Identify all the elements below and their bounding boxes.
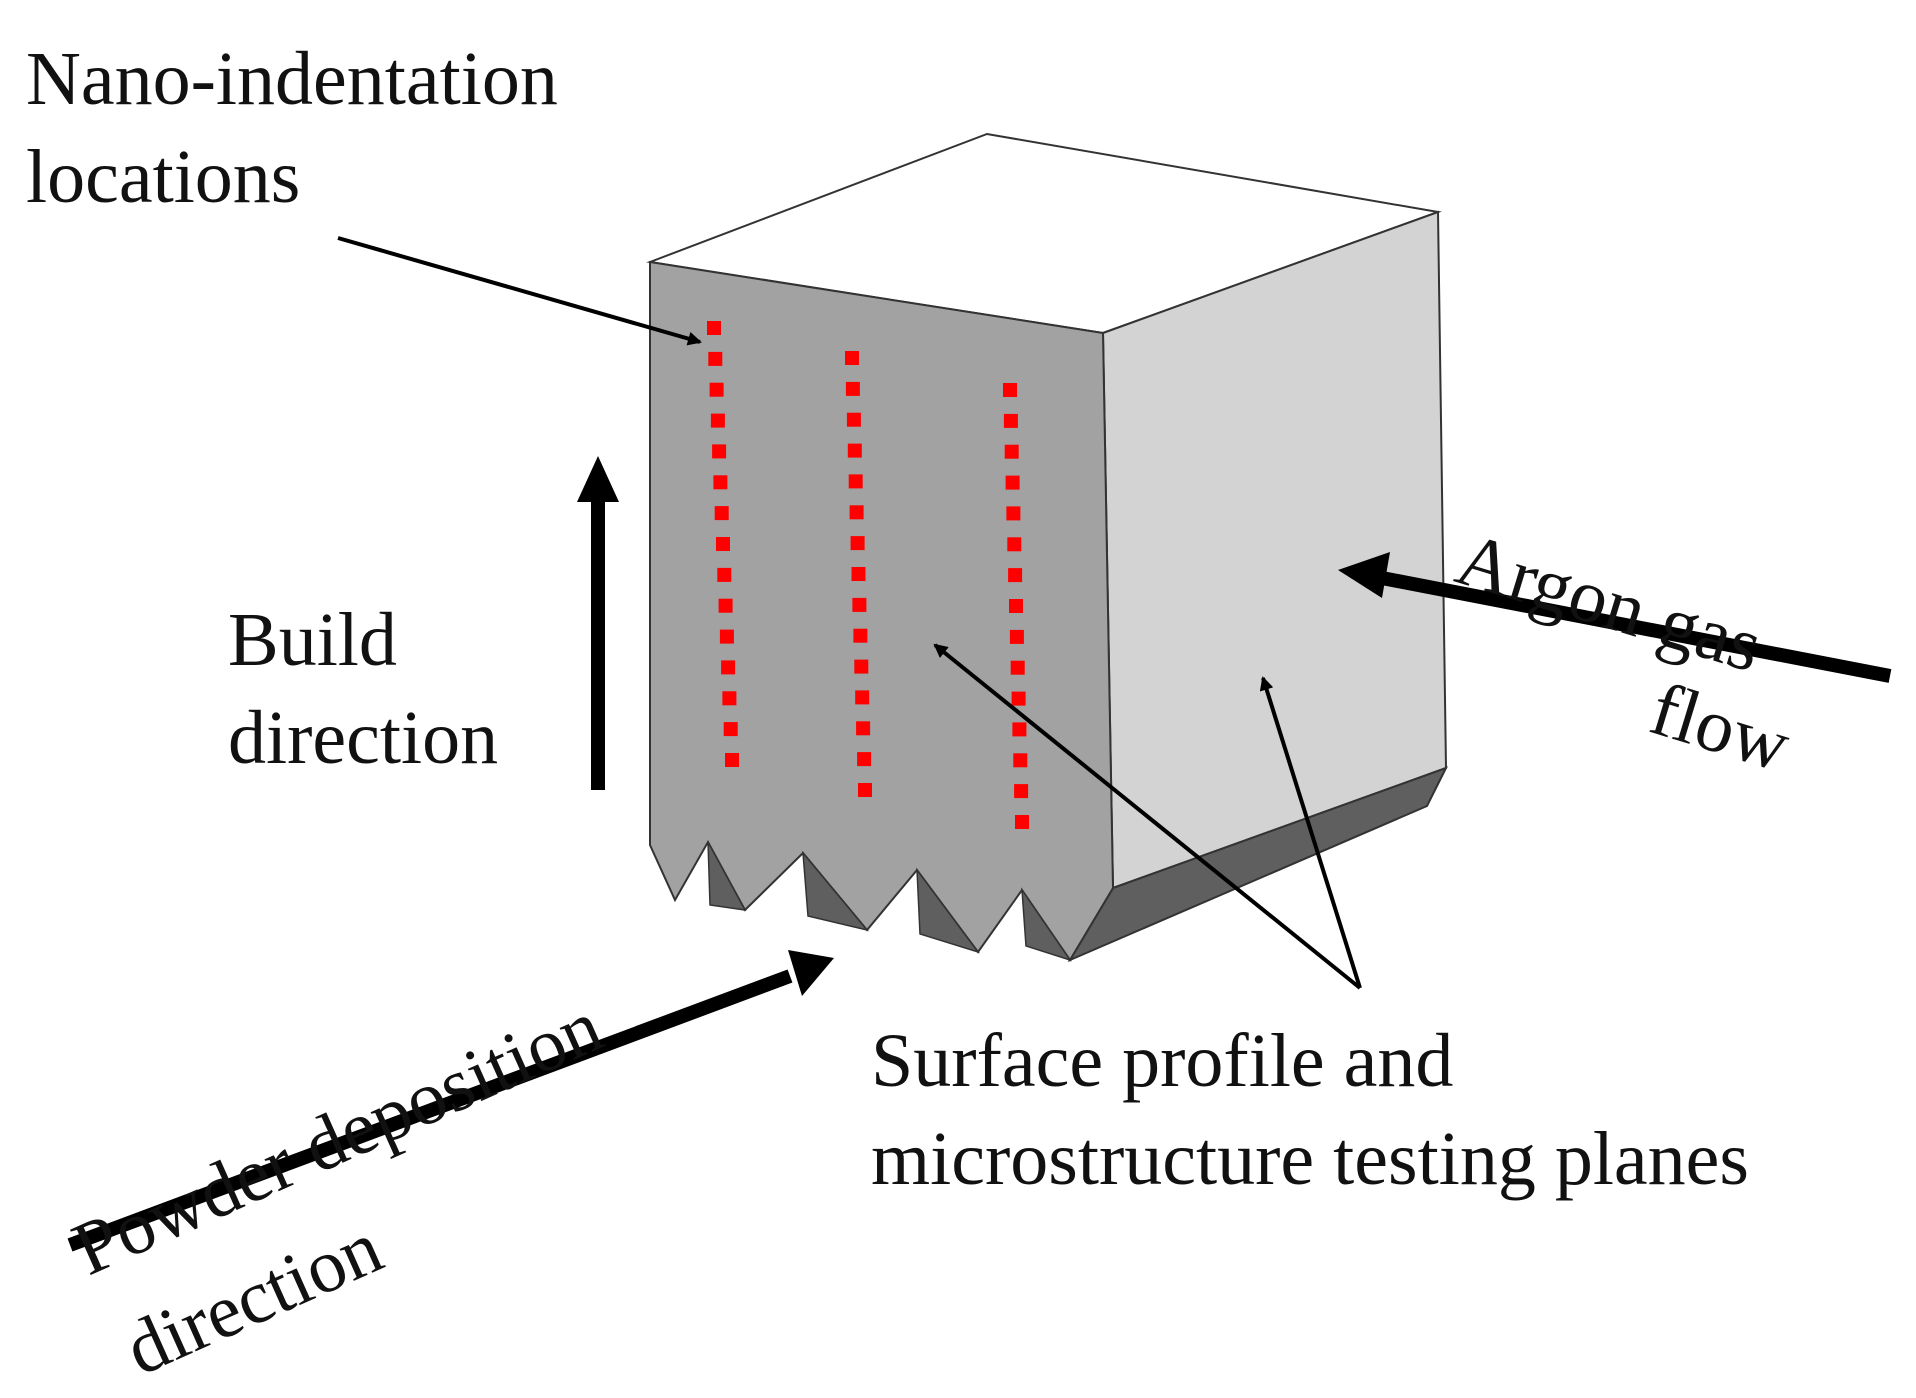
indentation-dot	[707, 321, 721, 335]
testing-planes-label-line2: microstructure testing planes	[871, 1117, 1749, 1201]
cube-teeth-shading	[707, 841, 1072, 962]
indentation-dot	[717, 567, 732, 582]
indentation-dot	[1012, 722, 1027, 737]
nano-indentation-pointer	[337, 236, 702, 346]
indentation-dot	[851, 567, 866, 581]
indentation-dot	[846, 412, 861, 427]
indentation-dot	[708, 351, 723, 366]
indentation-dot	[718, 598, 733, 613]
powder-deposition-arrow-shaft	[67, 969, 793, 1252]
indentation-dot	[1005, 475, 1020, 490]
indentation-dot	[723, 722, 738, 737]
indentation-dot	[852, 597, 867, 612]
indentation-dot	[1009, 629, 1024, 644]
indentation-dot	[725, 753, 739, 767]
build-direction-label-line1: Build	[228, 598, 397, 682]
indentation-dot	[716, 537, 730, 551]
indentation-dot	[847, 443, 862, 458]
nano-indentation-dots	[707, 321, 1029, 829]
argon-flow-arrow-shaft	[1380, 571, 1892, 683]
nano-indentation-label-line1: Nano-indentation	[26, 37, 558, 121]
indentation-dot	[722, 691, 737, 706]
indentation-dot	[1015, 815, 1029, 829]
indentation-dot	[845, 381, 860, 396]
cube-front-face	[649, 260, 1115, 962]
indentation-dot	[1014, 784, 1029, 799]
nano-indentation-label: Nano-indentation locations	[26, 30, 558, 226]
powder-deposition-arrowhead	[788, 950, 834, 996]
nano-indentation-label-line2: locations	[26, 135, 301, 219]
indentation-dot	[719, 629, 734, 644]
side-plane-pointer	[1259, 676, 1362, 989]
indentation-dot	[845, 351, 859, 365]
indentation-dot	[1003, 383, 1017, 397]
indentation-dot	[853, 628, 868, 643]
indentation-dot	[1007, 537, 1022, 552]
build-direction-arrowhead	[577, 456, 619, 502]
indentation-dot	[1010, 660, 1025, 675]
build-direction-label: Build direction	[228, 591, 498, 787]
indentation-dot	[858, 783, 872, 797]
indentation-dot	[1013, 753, 1028, 768]
indentation-dot	[713, 475, 728, 490]
indentation-dot	[710, 413, 725, 428]
front-plane-pointer	[933, 643, 1362, 990]
indentation-dot	[855, 690, 870, 705]
build-direction-label-line2: direction	[228, 696, 499, 780]
indentation-dot	[849, 505, 864, 520]
indentation-dot	[1011, 691, 1026, 706]
indentation-dot	[1008, 568, 1023, 583]
indentation-dot	[712, 444, 727, 459]
testing-planes-label: Surface profile and microstructure testi…	[871, 1012, 1749, 1208]
sample-cube-diagram	[67, 132, 1892, 1252]
indentation-dot	[709, 382, 724, 397]
indentation-dot	[850, 536, 865, 551]
indentation-dot	[1003, 413, 1018, 428]
indentation-dot	[1004, 444, 1019, 459]
indentation-dot	[714, 506, 729, 521]
indentation-dot	[721, 660, 736, 675]
testing-planes-label-line1: Surface profile and	[871, 1019, 1454, 1103]
indentation-dot	[1009, 599, 1023, 613]
indentation-dot	[857, 752, 872, 767]
argon-flow-arrowhead	[1338, 552, 1390, 598]
indentation-dot	[856, 721, 871, 736]
indentation-dot	[1006, 506, 1021, 521]
indentation-dot	[854, 659, 869, 674]
indentation-dot	[848, 474, 863, 489]
